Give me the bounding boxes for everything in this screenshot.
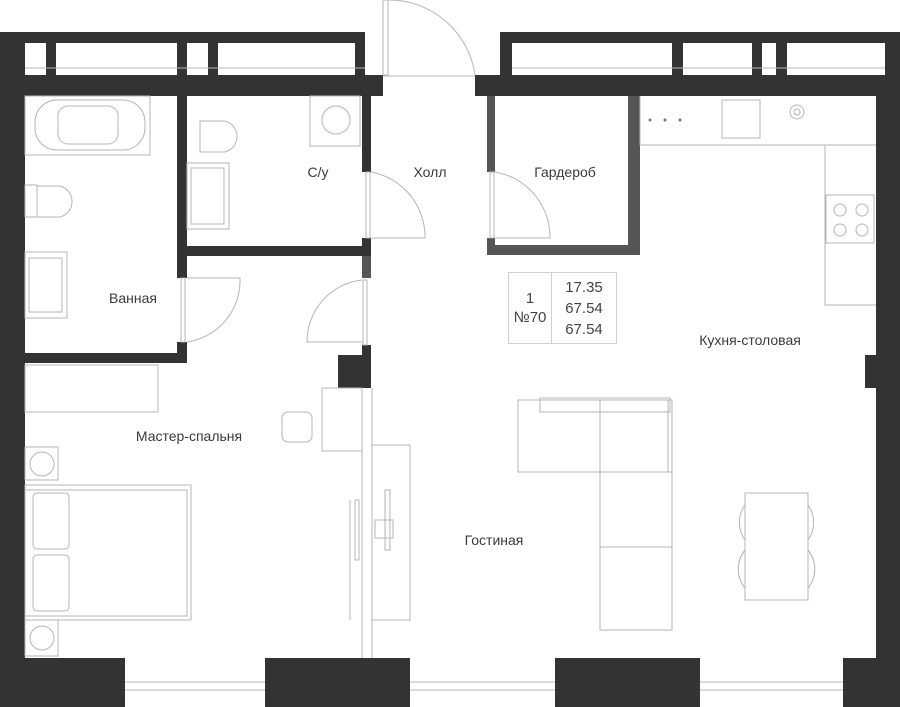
room-label-bathroom: Ванная — [109, 290, 157, 306]
room-label-hall: Холл — [413, 164, 447, 180]
stove-dots — [648, 118, 682, 122]
area-value-1: 17.35 — [565, 278, 603, 296]
rooms-count: 1 — [525, 290, 535, 307]
room-label-wc: С/у — [307, 164, 329, 180]
apartment-info-box: 1 №70 17.35 67.54 67.54 — [508, 272, 617, 344]
room-label-living: Гостиная — [464, 532, 524, 548]
room-label-bedroom: Мастер-спальня — [135, 428, 243, 444]
room-label-wardrobe: Гардероб — [534, 164, 596, 180]
area-value-3: 67.54 — [565, 320, 603, 338]
room-label-kitchen: Кухня-столовая — [699, 332, 801, 348]
walls — [0, 32, 900, 707]
partitions — [362, 96, 640, 278]
furniture — [24, 0, 885, 691]
area-value-2: 67.54 — [565, 299, 603, 317]
apartment-number: №70 — [513, 309, 547, 326]
